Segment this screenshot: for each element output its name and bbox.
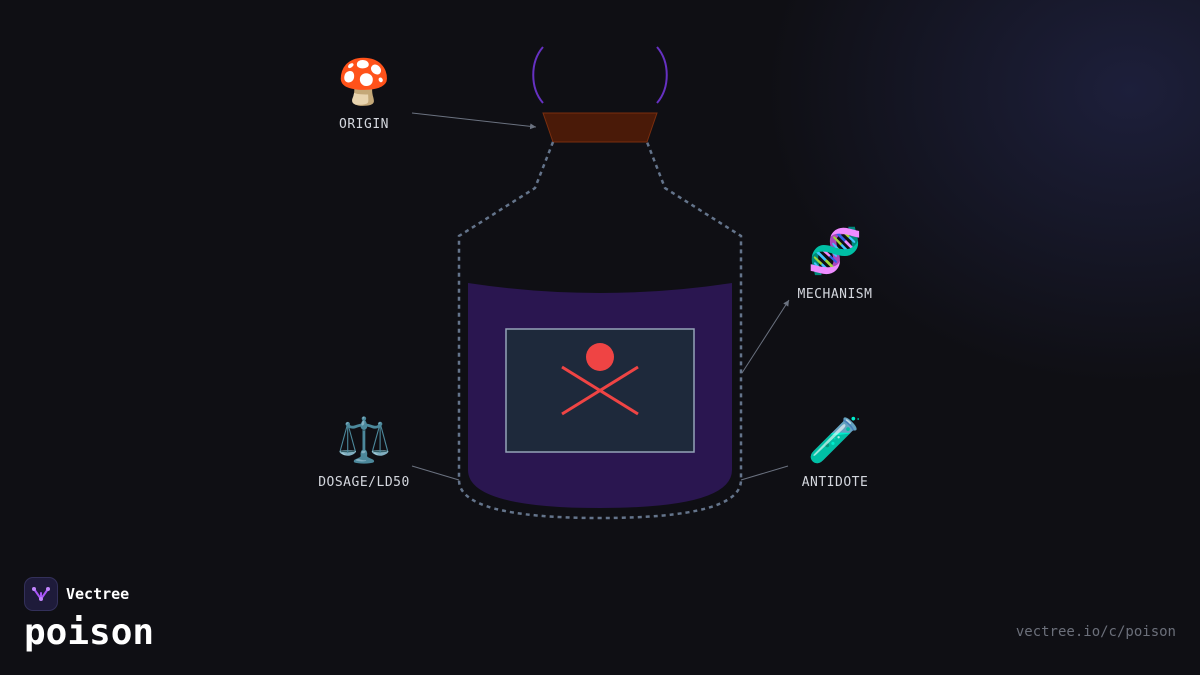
node-dosage: ⚖️ DOSAGE/LD50: [318, 415, 410, 490]
node-label-dosage: DOSAGE/LD50: [318, 475, 410, 490]
node-label-mechanism: MECHANISM: [798, 287, 873, 302]
skull-crossbones-icon: [561, 343, 639, 416]
connector-origin: [411, 112, 537, 130]
vapor-wisp-left: [532, 46, 544, 104]
dna-icon: 🧬: [808, 224, 863, 277]
bottle-outline: [457, 141, 743, 520]
vapor-wisp-right: [656, 46, 668, 104]
connector-mechanism: [741, 299, 790, 374]
node-antidote: 🧪 ANTIDOTE: [802, 415, 869, 490]
mushroom-icon: 🍄: [337, 57, 392, 108]
brand-name: Vectree: [66, 585, 130, 603]
page-title: poison: [24, 612, 155, 653]
brand: Vectree: [24, 577, 129, 611]
footer-url-link[interactable]: vectree.io/c/poison: [1015, 624, 1176, 640]
node-label-antidote: ANTIDOTE: [802, 475, 869, 490]
node-origin: 🍄 ORIGIN: [337, 57, 392, 132]
node-mechanism: 🧬 MECHANISM: [798, 224, 873, 302]
connector-dosage: [411, 465, 460, 481]
test-tube-icon: 🧪: [808, 415, 863, 466]
scales-icon: ⚖️: [337, 415, 392, 466]
node-label-origin: ORIGIN: [339, 117, 389, 132]
vectree-logo-icon: [24, 577, 58, 611]
connector-antidote: [740, 465, 789, 481]
bottle-cork: [542, 112, 658, 143]
